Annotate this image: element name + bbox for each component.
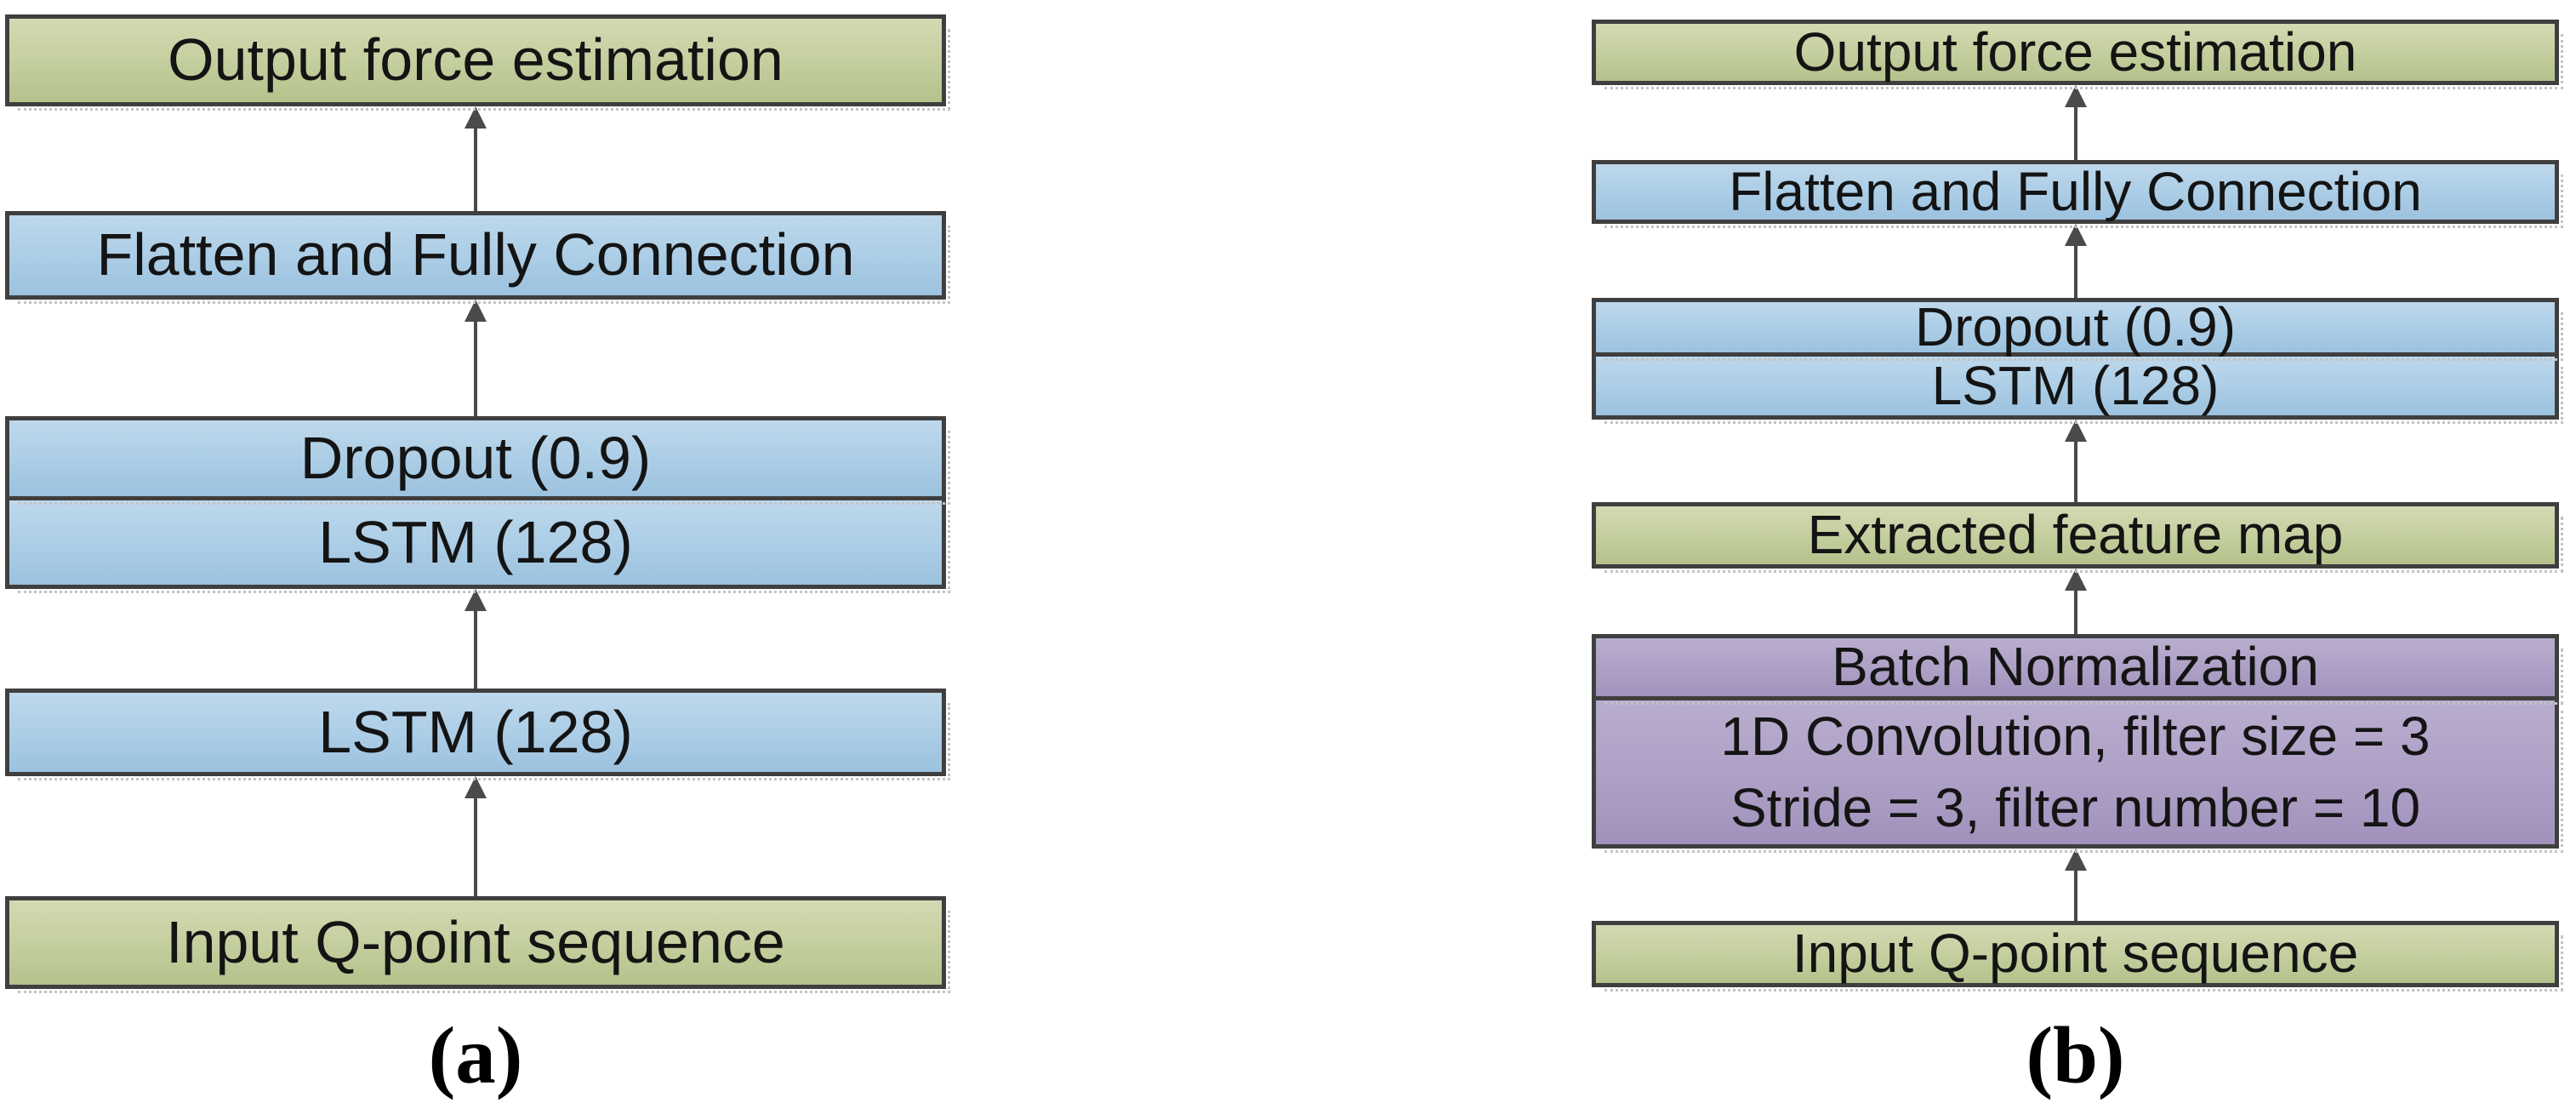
arrow-up-icon xyxy=(2063,224,2089,298)
layer-box-output-force-b: Output force estimation xyxy=(1592,20,2563,89)
arrow-line xyxy=(474,315,477,416)
arrow-line xyxy=(474,122,477,211)
layer-box-dropout-a: Dropout (0.9) xyxy=(5,416,950,505)
arrow-up-icon xyxy=(2063,849,2089,921)
layer-box-lstm-upper-a: LSTM (128) xyxy=(5,500,950,593)
layer-label: Output force estimation xyxy=(1793,20,2357,83)
layer-label: Flatten and Fully Connection xyxy=(1729,160,2422,222)
layer-label: Flatten and Fully Connection xyxy=(96,221,855,289)
layer-label-line2: Stride = 3, filter number = 10 xyxy=(1730,776,2421,838)
layer-box-conv1d-b: 1D Convolution, filter size = 3 Stride =… xyxy=(1592,700,2563,853)
arrow-up-icon xyxy=(2063,420,2089,502)
layer-box-dropout-b: Dropout (0.9) xyxy=(1592,295,2563,361)
arrow-up-icon xyxy=(463,300,488,416)
layer-label: LSTM (128) xyxy=(1931,354,2220,416)
arrow-line xyxy=(474,604,477,689)
arrow-line xyxy=(2073,435,2077,502)
panel-b-label: (b) xyxy=(2026,1010,2125,1100)
layer-box-flatten-a: Flatten and Fully Connection xyxy=(5,211,950,304)
layer-label: LSTM (128) xyxy=(318,698,633,765)
layer-box-output-force-a: Output force estimation xyxy=(5,14,950,111)
arrow-line xyxy=(2073,239,2077,298)
arrow-up-icon xyxy=(2063,569,2089,634)
layer-box-input-a: Input Q-point sequence xyxy=(5,896,950,993)
arrow-line xyxy=(2073,100,2077,160)
arrow-up-icon xyxy=(463,776,488,896)
layer-label: Input Q-point sequence xyxy=(166,908,785,975)
layer-box-batch-norm-b: Batch Normalization xyxy=(1592,634,2563,705)
layer-label: LSTM (128) xyxy=(318,508,633,575)
panel-b: Output force estimation Flatten and Full… xyxy=(1592,0,2563,1103)
layer-label: Dropout (0.9) xyxy=(299,424,652,491)
arrow-line xyxy=(474,792,477,896)
layer-label: Input Q-point sequence xyxy=(1792,923,2359,985)
arrow-line xyxy=(2073,864,2077,921)
layer-label-line1: 1D Convolution, filter size = 3 xyxy=(1720,706,2431,768)
layer-label: Extracted feature map xyxy=(1807,504,2344,566)
layer-box-input-b: Input Q-point sequence xyxy=(1592,921,2563,992)
layer-box-flatten-b: Flatten and Fully Connection xyxy=(1592,160,2563,228)
layer-box-lstm-lower-a: LSTM (128) xyxy=(5,689,950,780)
arrow-up-icon xyxy=(463,589,488,689)
layer-label: Output force estimation xyxy=(168,26,784,94)
panel-a: Output force estimation Flatten and Full… xyxy=(5,0,950,1103)
panel-a-label: (a) xyxy=(428,1010,523,1100)
arrow-line xyxy=(2073,584,2077,634)
layer-label: Batch Normalization xyxy=(1832,636,2319,698)
layer-box-feature-map-b: Extracted feature map xyxy=(1592,502,2563,573)
arrow-up-icon xyxy=(2063,85,2089,160)
layer-label: Dropout (0.9) xyxy=(1914,295,2237,357)
arrow-up-icon xyxy=(463,106,488,211)
layer-box-lstm-b: LSTM (128) xyxy=(1592,354,2563,424)
